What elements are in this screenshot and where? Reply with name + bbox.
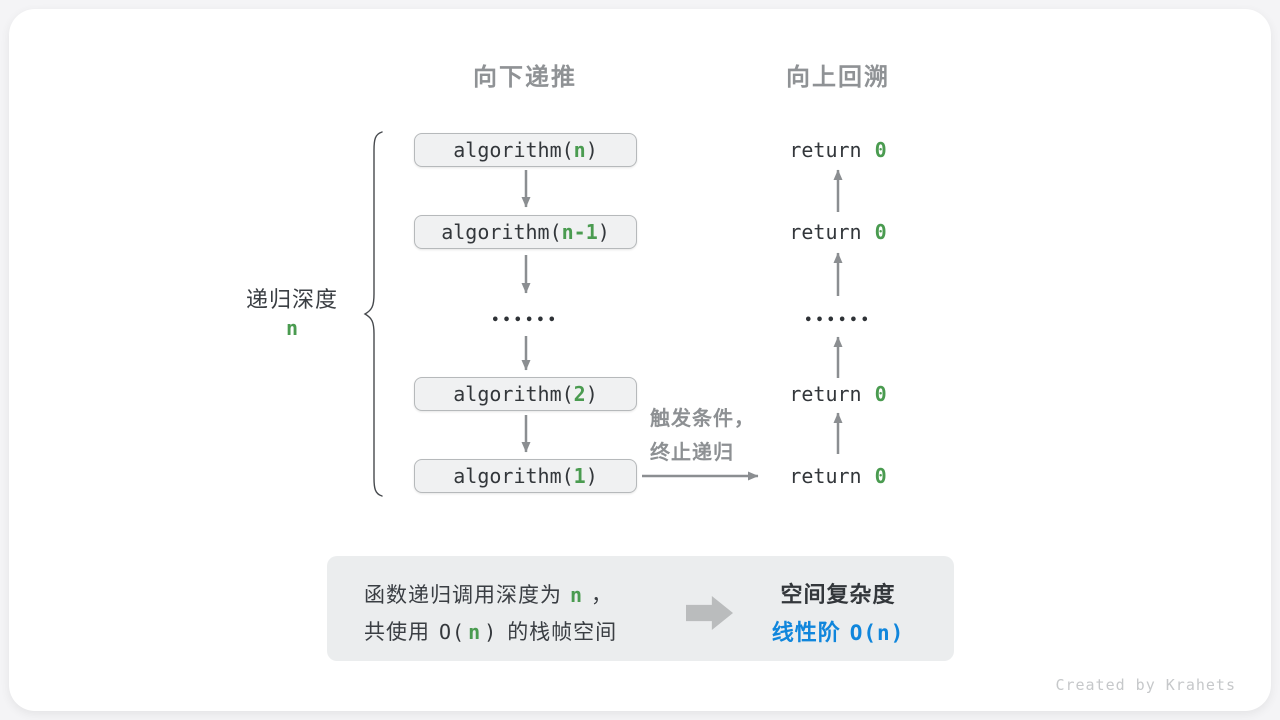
depth-label: 递归深度 <box>245 287 338 312</box>
trigger-condition-line2: 终止递归 <box>650 442 734 464</box>
call-prefix: algorithm( <box>453 138 574 162</box>
summary-line2-var: n <box>468 620 482 644</box>
call-box-n: algorithm(n) <box>414 133 637 167</box>
trigger-condition-line1: 触发条件， <box>650 408 755 430</box>
return-keyword: return <box>789 138 862 162</box>
watermark-credit: Created by Krahets <box>1055 676 1236 694</box>
big-o-open: O( <box>439 620 466 644</box>
call-suffix: ) <box>597 220 610 244</box>
call-box-1: algorithm(1) <box>414 459 637 493</box>
return-keyword: return <box>789 382 862 406</box>
call-suffix: ) <box>585 138 598 162</box>
summary-line2: 共使用 O(n) 的栈帧空间 <box>364 616 617 646</box>
header-backtrack-up: 向上回溯 <box>786 64 890 91</box>
return-row: return 0 <box>727 135 949 165</box>
call-arg: n <box>573 138 586 162</box>
result-title: 空间复杂度 <box>780 582 896 607</box>
return-value: 0 <box>874 464 887 488</box>
return-value: 0 <box>874 220 887 244</box>
call-prefix: algorithm( <box>453 382 574 406</box>
ellipsis-left: •••••• <box>491 313 559 328</box>
call-suffix: ) <box>585 464 598 488</box>
complexity-big-o: O(n) <box>849 621 905 645</box>
big-o-close: ) <box>484 620 498 644</box>
return-row: return 0 <box>727 461 949 491</box>
header-recurse-down: 向下递推 <box>473 64 577 91</box>
summary-line1-text: 函数递归调用深度为 <box>364 584 562 607</box>
complexity-label: 线性阶 <box>771 620 841 645</box>
call-prefix: algorithm( <box>441 220 562 244</box>
return-value: 0 <box>874 382 887 406</box>
call-prefix: algorithm( <box>453 464 574 488</box>
summary-line2-text: 共使用 <box>364 621 430 644</box>
call-box-n-1: algorithm(n-1) <box>414 215 637 249</box>
call-box-2: algorithm(2) <box>414 377 637 411</box>
return-keyword: return <box>789 220 862 244</box>
return-keyword: return <box>789 464 862 488</box>
summary-line2-tail: 的栈帧空间 <box>507 621 618 644</box>
result-complexity: 线性阶 O(n) <box>727 615 949 647</box>
return-row: return 0 <box>727 379 949 409</box>
call-arg: 2 <box>573 382 586 406</box>
return-value: 0 <box>874 138 887 162</box>
summary-panel <box>327 556 954 661</box>
return-row: return 0 <box>727 217 949 247</box>
call-arg: n-1 <box>561 220 598 244</box>
summary-line1-comma: ， <box>591 584 614 607</box>
summary-line1-var: n <box>570 583 584 607</box>
call-suffix: ) <box>585 382 598 406</box>
summary-line1: 函数递归调用深度为 n ， <box>364 579 613 609</box>
call-arg: 1 <box>573 464 586 488</box>
ellipsis-right: •••••• <box>804 313 872 328</box>
depth-variable: n <box>285 316 299 340</box>
